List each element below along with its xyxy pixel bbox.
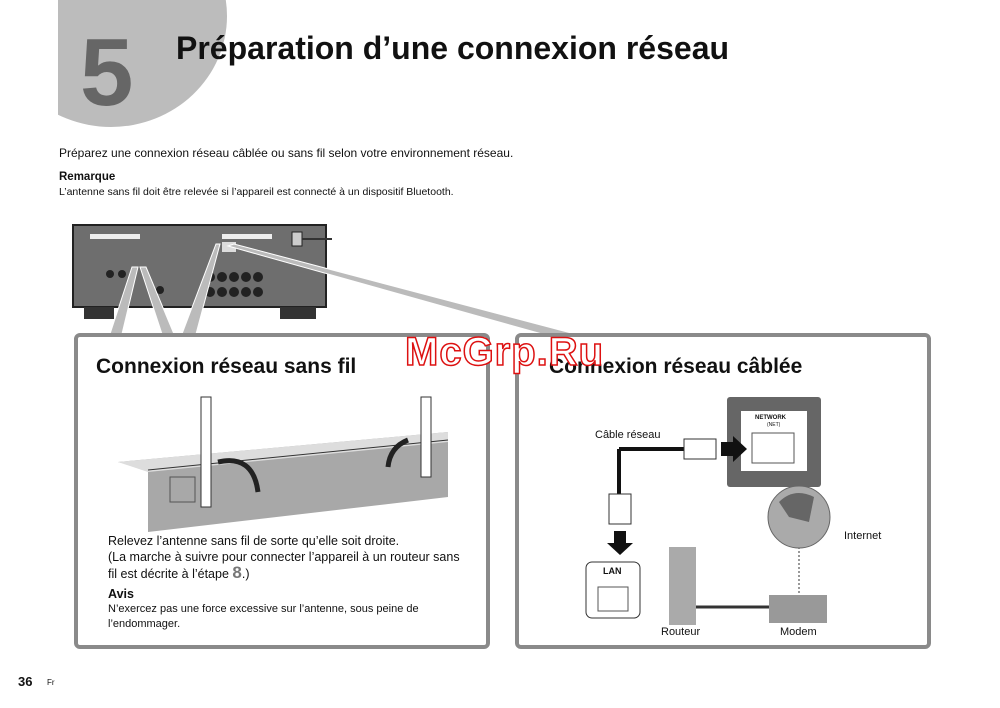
cable-label: Câble réseau bbox=[595, 429, 661, 441]
language-code: Fr bbox=[47, 678, 55, 687]
wired-heading: Connexion réseau câblée bbox=[549, 355, 803, 378]
note-text: L’antenne sans fil doit être relevée si … bbox=[59, 186, 454, 198]
note-heading: Remarque bbox=[59, 171, 116, 183]
watermark: McGrp.Ru bbox=[404, 329, 605, 375]
notice-text: N’exercez pas une force excessive sur l’… bbox=[108, 603, 419, 630]
intro-text: Préparez une connexion réseau câblée ou … bbox=[59, 146, 514, 160]
internet-label: Internet bbox=[844, 530, 882, 542]
page-number: 36 bbox=[18, 674, 33, 689]
lan-label: LAN bbox=[603, 566, 622, 576]
notice-heading: Avis bbox=[108, 587, 134, 601]
wireless-connection-panel: Connexion réseau sans fil Relevez l’ante… bbox=[74, 333, 490, 649]
wireless-instruction-end: .) bbox=[241, 567, 250, 581]
wired-network-diagram bbox=[585, 397, 831, 625]
step-reference: 8 bbox=[232, 563, 242, 582]
antenna-illustration bbox=[118, 396, 449, 532]
step-number: 5 bbox=[80, 19, 133, 126]
modem-label: Modem bbox=[780, 626, 817, 638]
network-port-label: NETWORK bbox=[755, 415, 786, 421]
page-title: Préparation d’une connexion réseau bbox=[176, 30, 730, 66]
wireless-instruction: Relevez l’antenne sans fil de sorte qu’e… bbox=[108, 534, 400, 548]
network-port-sublabel: (NET) bbox=[767, 422, 781, 428]
wireless-instruction-note: (La marche à suivre pour connecter l’app… bbox=[108, 550, 460, 581]
receiver-rear-panel-illustration bbox=[72, 224, 576, 335]
wired-connection-panel: Connexion réseau câblée Câble réseau NET… bbox=[515, 333, 931, 649]
wireless-heading: Connexion réseau sans fil bbox=[96, 355, 357, 378]
router-label: Routeur bbox=[661, 626, 701, 638]
